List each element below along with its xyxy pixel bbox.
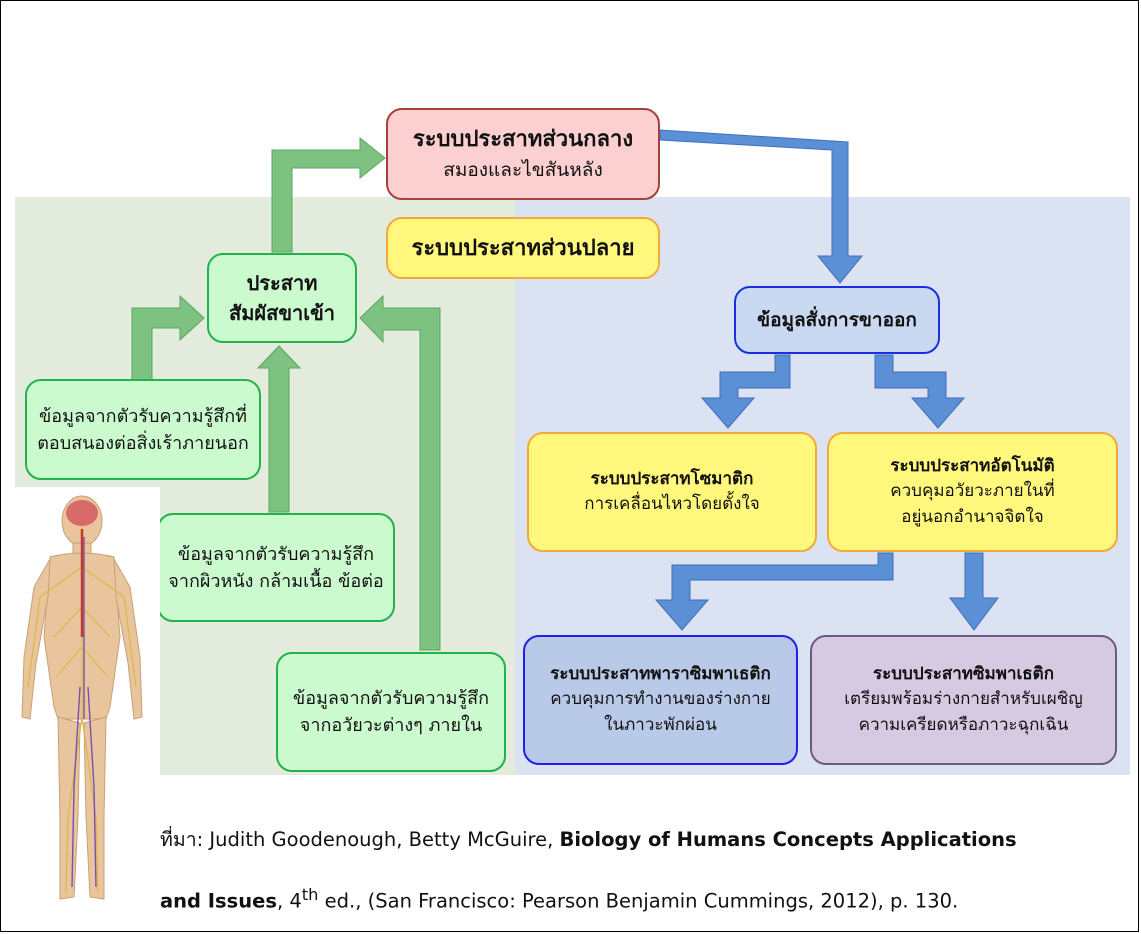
sensory-line1: ประสาท [246,271,318,295]
internal-receptor-box: ข้อมูลจากตัวรับความรู้สึก จากอวัยวะต่างๆ… [276,652,506,772]
pns-title: ระบบประสาทส่วนปลาย [411,235,635,261]
cns-box: ระบบประสาทส่วนกลาง สมองและไขสันหลัง [386,108,660,200]
skin-receptor-box: ข้อมูลจากตัวรับความรู้สึก จากผิวหนัง กล้… [157,513,395,622]
source-title-part1: Biology of Humans Concepts Applications [559,828,1017,851]
cns-title: ระบบประสาทส่วนกลาง [412,127,634,153]
somatic-box: ระบบประสาทโซมาติก การเคลื่อนไหวโดยตั้งใจ [527,432,817,552]
symp-line2: ความเครียดหรือภาวะฉุกเฉิน [858,714,1069,735]
symp-line1: เตรียมพร้อมร่างกายสำหรับเผชิญ [844,689,1083,710]
skin-line2: จากผิวหนัง กล้ามเนื้อ ข้อต่อ [168,570,384,592]
source-title-part2: and Issues [160,889,277,913]
sensory-box: ประสาท สัมผัสขาเข้า [207,253,357,343]
skin-line1: ข้อมูลจากตัวรับความรู้สึก [177,543,375,565]
source-rest: ed., (San Francisco: Pearson Benjamin Cu… [318,889,959,913]
parasympathetic-box: ระบบประสาทพาราซิมพาเธติก ควบคุมการทำงานข… [523,635,798,765]
human-nervous-system-image [10,487,160,917]
external-receptor-box: ข้อมูลจากตัวรับความรู้สึกที่ ตอบสนองต่อส… [25,379,261,480]
sensory-line2: สัมผัสขาเข้า [229,301,335,325]
autonomic-line2: อยู่นอกอำนาจจิตใจ [901,506,1044,527]
source-edition-sup: th [301,885,319,904]
autonomic-line1: ควบคุมอวัยวะภายในที่ [890,481,1055,502]
sympathetic-box: ระบบประสาทซิมพาเธติก เตรียมพร้อมร่างกายส… [810,635,1117,765]
autonomic-title: ระบบประสาทอัตโนมัติ [890,455,1055,476]
para-line2: ในภาวะพักผ่อน [604,714,717,735]
pns-box: ระบบประสาทส่วนปลาย [386,217,660,279]
motor-output-box: ข้อมูลสั่งการขาออก [734,286,940,354]
output-title: ข้อมูลสั่งการขาออก [757,308,917,331]
para-title: ระบบประสาทพาราซิมพาเธติก [550,663,771,684]
somatic-line1: การเคลื่อนไหวโดยตั้งใจ [584,494,760,514]
internal-line1: ข้อมูลจากตัวรับความรู้สึก [292,688,490,709]
somatic-title: ระบบประสาทโซมาติก [590,468,754,489]
source-edition-num: , 4 [276,889,302,913]
brain-icon [66,500,98,526]
para-line1: ควบคุมการทำงานของร่างกาย [550,689,771,710]
symp-title: ระบบประสาทซิมพาเธติก [872,663,1055,684]
cns-subtitle: สมองและไขสันหลัง [443,159,603,182]
internal-line2: จากอวัยวะต่างๆ ภายใน [299,715,483,736]
source-prefix: ที่มา: Judith Goodenough, Betty McGuire, [160,828,560,851]
source-citation: ที่มา: Judith Goodenough, Betty McGuire,… [160,812,1130,929]
autonomic-box: ระบบประสาทอัตโนมัติ ควบคุมอวัยวะภายในที่… [827,432,1118,552]
external-line2: ตอบสนองต่อสิ่งเร้าภายนอก [37,432,249,454]
external-line1: ข้อมูลจากตัวรับความรู้สึกที่ [39,405,247,427]
